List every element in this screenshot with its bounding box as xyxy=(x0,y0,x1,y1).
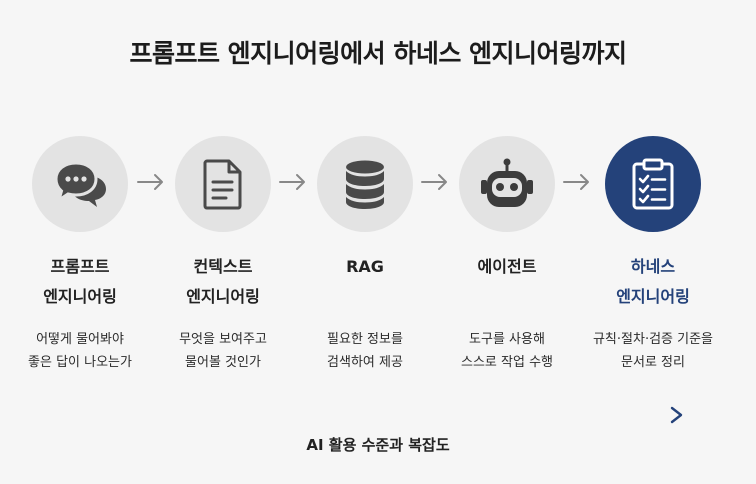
step-icon-circle xyxy=(317,136,413,232)
step-icon-circle-active xyxy=(605,136,701,232)
step-title: 하네스 엔지니어링 xyxy=(578,252,728,312)
step-icon-circle xyxy=(32,136,128,232)
step-title-line: RAG xyxy=(346,257,384,276)
step-title-line: 하네스 xyxy=(630,257,676,276)
step-icon-circle xyxy=(175,136,271,232)
page-title: 프롬프트 엔지니어링에서 하네스 엔지니어링까지 xyxy=(129,39,627,68)
step-title-line: 엔지니어링 xyxy=(616,287,690,306)
step-description: 어떻게 물어봐야 좋은 답이 나오는가 xyxy=(5,328,155,374)
document-icon xyxy=(203,159,242,210)
step-desc-line: 좋은 답이 나오는가 xyxy=(28,355,132,370)
step-prompt-engineering: 프롬프트 엔지니어링 어떻게 물어봐야 좋은 답이 나오는가 xyxy=(5,136,155,374)
step-description: 규칙·절차·검증 기준을 문서로 정리 xyxy=(578,328,728,374)
chat-bubbles-icon xyxy=(54,161,106,207)
step-desc-line: 어떻게 물어봐야 xyxy=(36,332,124,347)
arrow-right-icon xyxy=(137,174,163,190)
step-desc-line: 무엇을 보여주고 xyxy=(179,332,267,347)
step-icon-circle xyxy=(459,136,555,232)
step-title: RAG xyxy=(290,252,440,312)
arrow-right-icon xyxy=(279,174,305,190)
arrow-right-icon xyxy=(563,174,589,190)
step-harness-engineering: 하네스 엔지니어링 규칙·절차·검증 기준을 문서로 정리 xyxy=(578,136,728,374)
step-context-engineering: 컨텍스트 엔지니어링 무엇을 보여주고 물어볼 것인가 xyxy=(148,136,298,374)
step-agent: 에이전트 도구를 사용해 스스로 작업 수행 xyxy=(432,136,582,374)
step-title: 에이전트 xyxy=(432,252,582,312)
step-desc-line: 스스로 작업 수행 xyxy=(461,355,553,370)
step-title-line: 컨텍스트 xyxy=(193,257,253,276)
step-description: 필요한 정보를 검색하여 제공 xyxy=(290,328,440,374)
step-rag: RAG 필요한 정보를 검색하여 제공 xyxy=(290,136,440,374)
step-title-line: 에이전트 xyxy=(477,257,537,276)
step-desc-line: 검색하여 제공 xyxy=(327,355,403,370)
robot-icon xyxy=(481,158,533,207)
step-desc-line: 규칙·절차·검증 기준을 xyxy=(592,332,714,347)
step-title: 프롬프트 엔지니어링 xyxy=(5,252,155,312)
clipboard-checklist-icon xyxy=(632,158,674,210)
step-title-line: 프롬프트 xyxy=(50,257,110,276)
step-desc-line: 문서로 정리 xyxy=(621,355,685,370)
step-title-line: 엔지니어링 xyxy=(186,287,260,306)
step-desc-line: 도구를 사용해 xyxy=(469,332,545,347)
axis-label: AI 활용 수준과 복잡도 xyxy=(306,436,450,454)
step-title: 컨텍스트 엔지니어링 xyxy=(148,252,298,312)
step-desc-line: 물어볼 것인가 xyxy=(185,355,261,370)
step-title-line: 엔지니어링 xyxy=(43,287,117,306)
database-icon xyxy=(346,160,384,209)
step-desc-line: 필요한 정보를 xyxy=(327,332,403,347)
step-description: 도구를 사용해 스스로 작업 수행 xyxy=(432,328,582,374)
step-description: 무엇을 보여주고 물어볼 것인가 xyxy=(148,328,298,374)
arrow-right-icon xyxy=(421,174,447,190)
progress-axis-arrow xyxy=(46,406,683,424)
